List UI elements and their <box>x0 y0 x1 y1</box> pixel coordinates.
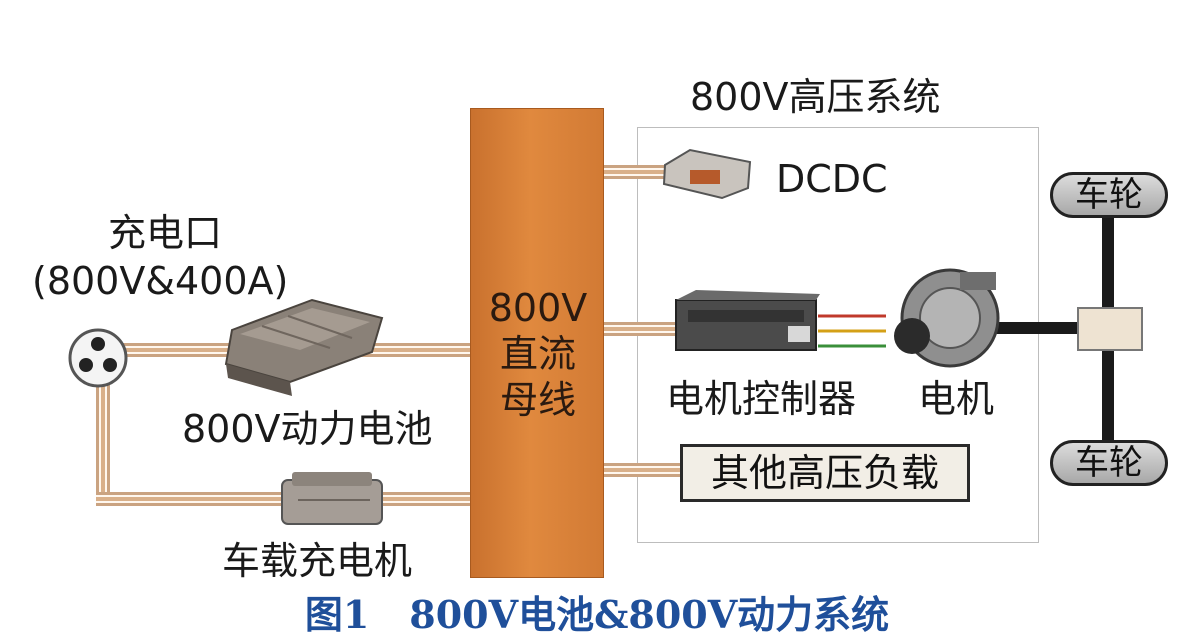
motor-label: 电机 <box>918 377 995 421</box>
figure-number: 图1 <box>304 592 370 637</box>
system-title: 800V高压系统 <box>690 75 941 119</box>
battery-label: 800V动力电池 <box>182 407 433 451</box>
motor-controller-label: 电机控制器 <box>666 377 857 421</box>
motor-icon <box>894 268 1000 368</box>
motor-controller-icon <box>675 290 820 351</box>
bus-label-busbar: 母线 <box>499 378 576 422</box>
onboard-charger-label: 车载充电机 <box>222 539 413 583</box>
drive-shaft <box>995 322 1079 334</box>
bus-label-dc: 直流 <box>499 332 576 376</box>
wire-bus-to-loads <box>604 463 680 477</box>
dc-bus-bar: 800V 直流 母线 <box>470 108 604 578</box>
charge-port-icon <box>68 328 128 388</box>
charge-port-spec: (800V&400A) <box>32 259 289 303</box>
charge-port-label: 充电口 <box>108 211 223 255</box>
dcdc-icon <box>662 148 752 200</box>
wire-bus-to-dcdc <box>604 165 674 179</box>
onboard-charger-icon <box>281 472 383 525</box>
wire-port-down <box>96 382 110 502</box>
dcdc-label: DCDC <box>776 157 888 201</box>
differential-box <box>1077 307 1143 351</box>
wheel-top: 车轮 <box>1050 172 1168 218</box>
other-hv-loads-box: 其他高压负载 <box>680 444 970 502</box>
figure-title: 800V电池&800V动力系统 <box>409 592 890 637</box>
wire-bus-to-controller <box>604 322 680 336</box>
wheel-bottom: 车轮 <box>1050 440 1168 486</box>
battery-pack-icon <box>224 298 384 396</box>
bus-label-voltage: 800V <box>488 286 588 330</box>
